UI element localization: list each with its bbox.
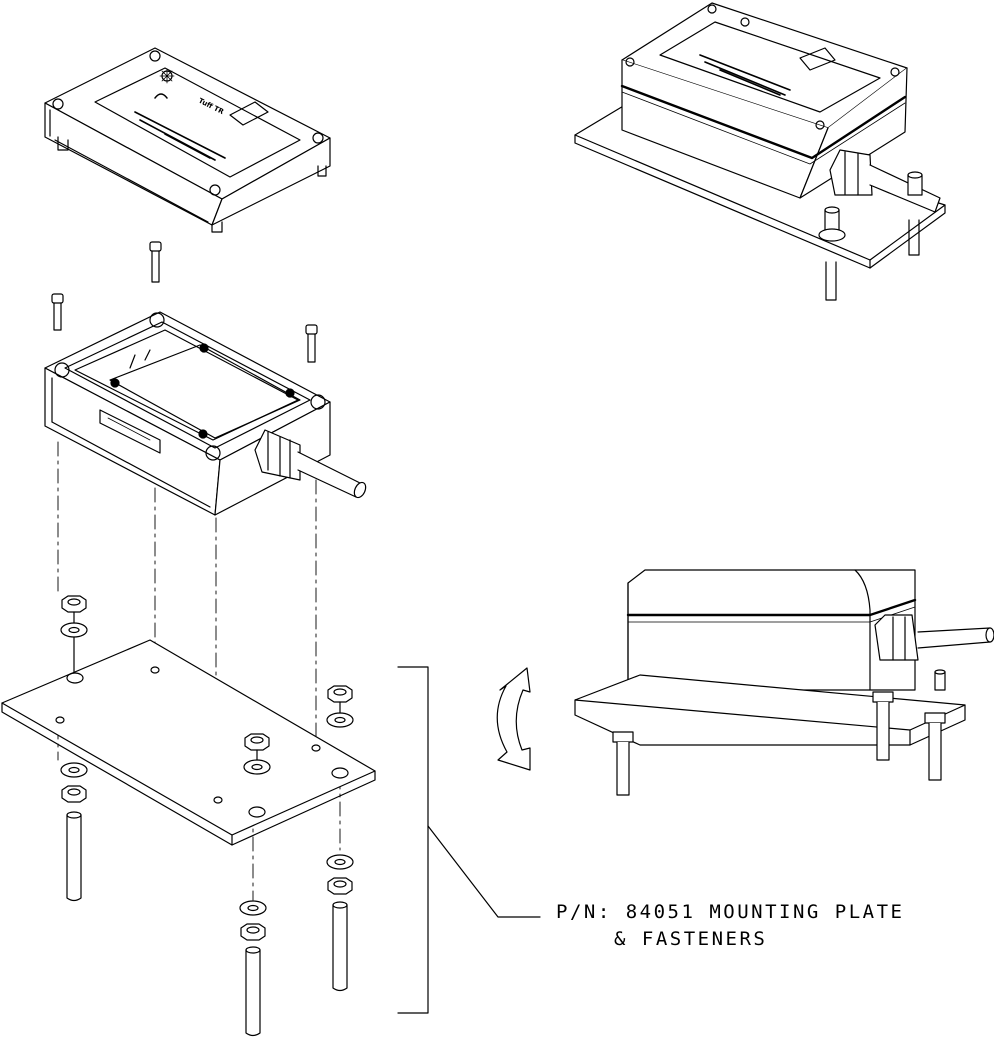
washer bbox=[60, 622, 88, 638]
callout-part-description: & FASTENERS bbox=[614, 928, 768, 950]
plate-hole bbox=[331, 767, 349, 779]
callout-bracket bbox=[397, 666, 541, 1014]
cable bbox=[917, 627, 991, 649]
washer bbox=[239, 900, 267, 916]
washer bbox=[60, 762, 88, 778]
mounting-plate bbox=[1, 639, 376, 846]
product-label-plate bbox=[94, 67, 301, 178]
plate-hole bbox=[311, 744, 321, 752]
standoff-rod bbox=[66, 811, 82, 902]
standoff-rod bbox=[245, 946, 261, 1037]
fasteners bbox=[60, 595, 354, 1037]
cap-screw bbox=[149, 241, 162, 283]
washer bbox=[326, 712, 354, 728]
plate-hole bbox=[66, 672, 84, 684]
lid-screw-hole bbox=[312, 132, 324, 144]
hex-nut bbox=[240, 923, 266, 941]
plate-hole bbox=[55, 716, 65, 724]
lid-screw-hole bbox=[149, 50, 161, 62]
cable-gland bbox=[829, 149, 873, 196]
standoff-rod bbox=[332, 901, 348, 992]
washer bbox=[243, 759, 271, 775]
plate-hole bbox=[150, 666, 160, 674]
rotate-arrow-icon bbox=[496, 667, 531, 771]
assembled-view-top bbox=[574, 2, 946, 301]
brand-logo-icon bbox=[799, 47, 836, 71]
cap-screw bbox=[305, 324, 318, 363]
hex-nut bbox=[327, 877, 353, 895]
brand-logo-icon bbox=[229, 101, 269, 126]
lid-screw-hole bbox=[52, 98, 64, 110]
washer bbox=[326, 854, 354, 870]
enclosure-lid: Tuff TR bbox=[44, 47, 331, 233]
enclosure-base bbox=[44, 311, 367, 516]
cable-gland bbox=[874, 614, 919, 661]
plate-hole bbox=[248, 806, 266, 818]
cap-screw bbox=[51, 293, 64, 331]
hex-nut bbox=[327, 685, 353, 703]
hex-nut bbox=[61, 785, 87, 803]
hex-nut bbox=[244, 733, 270, 751]
sun-logo-icon bbox=[740, 17, 750, 27]
standoff-rod bbox=[872, 691, 894, 761]
hex-nut bbox=[61, 595, 87, 613]
cable bbox=[297, 451, 361, 498]
plate-hole bbox=[213, 796, 223, 804]
gp-logo-icon bbox=[154, 93, 168, 99]
assembled-view-side bbox=[574, 569, 994, 796]
lid-screw-hole bbox=[209, 184, 221, 196]
cable bbox=[869, 164, 941, 213]
callout-part-number: P/N: 84051 MOUNTING PLATE bbox=[556, 901, 905, 923]
standoff-rod bbox=[612, 731, 634, 796]
standoff-rod bbox=[924, 712, 946, 781]
